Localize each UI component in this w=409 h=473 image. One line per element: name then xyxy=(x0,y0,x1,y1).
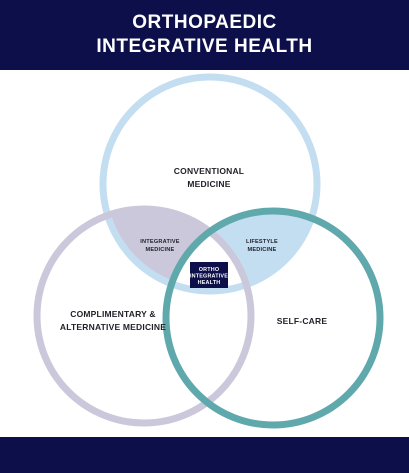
complementary-label-line1: COMPLIMENTARY & xyxy=(70,309,155,319)
conventional-medicine-circle xyxy=(99,73,321,295)
center-label-line2: INTEGRATIVE xyxy=(190,274,228,280)
integrative-label-line1: INTEGRATIVE xyxy=(140,239,179,245)
self-care-circle xyxy=(162,207,384,429)
header-banner: ORTHOPAEDIC INTEGRATIVE HEALTH xyxy=(0,0,409,70)
title-line-1: ORTHOPAEDIC xyxy=(132,12,277,33)
conventional-label-line2: MEDICINE xyxy=(187,179,230,189)
integrative-label-line2: MEDICINE xyxy=(146,247,175,253)
center-label-line1: ORTHO xyxy=(199,267,219,273)
center-label-line3: HEALTH xyxy=(198,280,221,286)
lifestyle-label-line2: MEDICINE xyxy=(248,247,277,253)
lifestyle-label-line1: LIFESTYLE xyxy=(246,239,278,245)
footer-banner xyxy=(0,437,409,473)
self-care-label: SELF-CARE xyxy=(277,316,328,326)
complementary-label-line2: ALTERNATIVE MEDICINE xyxy=(60,322,166,332)
title-line-2: INTEGRATIVE HEALTH xyxy=(96,36,313,57)
complementary-medicine-circle xyxy=(33,205,255,427)
conventional-label-line1: CONVENTIONAL xyxy=(174,166,244,176)
ortho-integrative-health-box xyxy=(190,262,228,288)
